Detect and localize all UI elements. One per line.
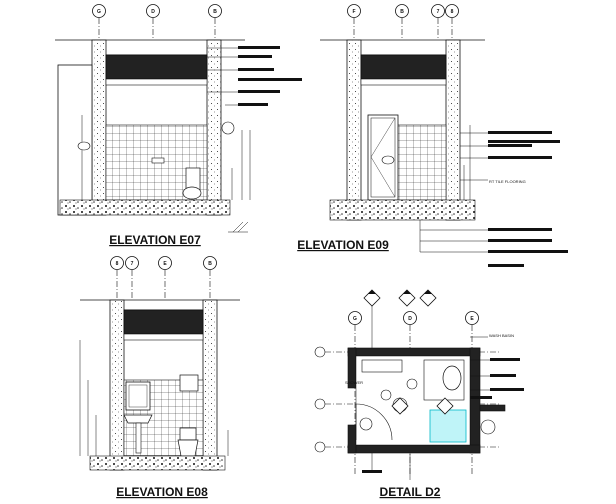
e09-grid-bubble: B [395,4,409,18]
svg-text:B: B [208,261,212,267]
d2-grid-bubble: D [403,311,417,325]
e08-grid-bubble: E [158,256,172,270]
d2-wash-basin-label: WASH BASIN [489,333,514,338]
elevation-e08-title: ELEVATION E08 [116,485,208,499]
e09-grid-bubble: 7 [431,4,445,18]
svg-text:7: 7 [437,9,440,15]
elevation-e07: G D B ELEVATION E07 [55,4,302,247]
elevation-e07-title: ELEVATION E07 [109,233,201,247]
detail-d2: WASH BASIN SHOWER G D E DETAIL D2 [314,289,524,499]
e08-grid-bubble: 7 [125,256,139,270]
elevation-e09: RT TILE FLOORING F B 7 8 ELEVATION E09 [297,4,568,267]
svg-text:B: B [213,9,217,15]
d2-grid-bubble: G [348,311,362,325]
e07-grid-bubble: D [146,4,160,18]
e09-grid-bubble: 8 [445,4,459,18]
svg-text:E: E [470,316,474,322]
d2-shower-label: SHOWER [345,380,363,385]
svg-text:7: 7 [131,261,134,267]
svg-text:D: D [151,9,155,15]
svg-text:B: B [400,9,404,15]
svg-text:D: D [408,316,412,322]
e09-grid-bubble: F [347,4,361,18]
svg-text:8: 8 [451,9,454,15]
e08-grid-bubble: 8 [110,256,124,270]
e07-grid-bubble: G [92,4,106,18]
e08-grid-bubble: B [203,256,217,270]
elevation-e08: 8 7 E B ELEVATION E08 [79,256,240,499]
svg-text:G: G [97,9,101,15]
svg-text:E: E [163,261,167,267]
e07-grid-bubble: B [208,4,222,18]
d2-grid-bubble: E [465,311,479,325]
e09-floor-note: RT TILE FLOORING [489,179,526,184]
detail-d2-title: DETAIL D2 [380,485,441,499]
svg-text:8: 8 [116,261,119,267]
svg-text:F: F [352,9,355,15]
elevation-e09-title: ELEVATION E09 [297,238,389,252]
svg-text:G: G [353,316,357,322]
